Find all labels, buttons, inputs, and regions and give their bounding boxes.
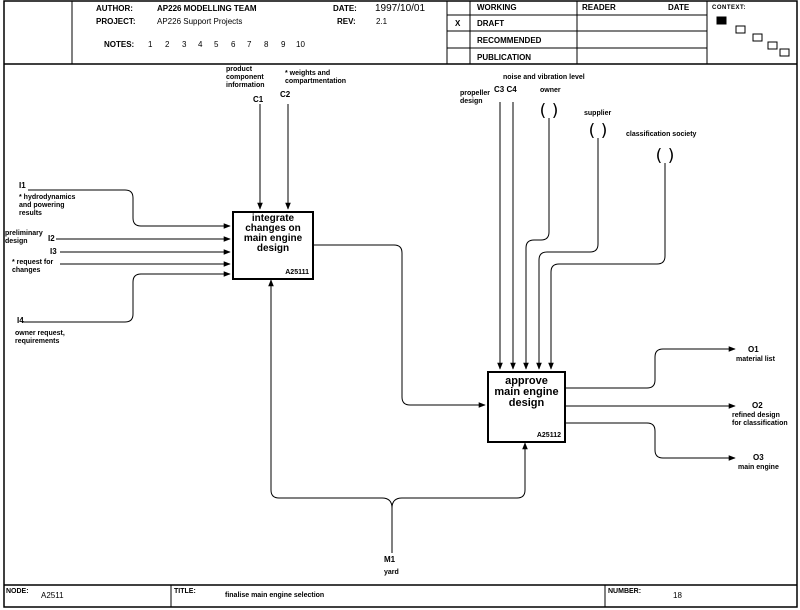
code-c3-c4: C3 C4 <box>494 85 517 94</box>
tunnel-classification: ( ) <box>656 146 675 166</box>
label-owner-request: owner request, requirements <box>15 330 65 345</box>
label-noise-vibration: noise and vibration level <box>503 74 585 81</box>
context-box <box>735 25 746 34</box>
label-material-list: material list <box>736 356 775 363</box>
arrow-m1-to-a25112 <box>391 442 528 509</box>
reader-label: READER <box>582 3 616 12</box>
tunnel-owner: ( ) <box>540 101 559 121</box>
page-number: 18 <box>673 591 682 600</box>
activity-number: A25111 <box>285 269 309 276</box>
label-product-component: product component information <box>226 66 265 89</box>
context-box <box>752 33 763 42</box>
arrow-owner <box>523 118 550 370</box>
note-7[interactable]: 7 <box>247 40 252 49</box>
label-preliminary-design: preliminary design <box>5 230 43 245</box>
context-label: CONTEXT: <box>712 5 746 11</box>
reader-date-label: DATE <box>668 3 690 12</box>
code-i2: I2 <box>48 234 55 243</box>
arrow-o3 <box>566 422 736 461</box>
title-label: TITLE: <box>174 588 196 595</box>
label-propeller-design: propeller design <box>460 90 490 105</box>
label-classification-society: classification society <box>626 131 697 138</box>
code-o2: O2 <box>752 401 763 410</box>
note-9[interactable]: 9 <box>281 40 286 49</box>
activity-number: A25112 <box>536 432 561 439</box>
arrow-supplier <box>536 138 599 370</box>
outer-frame <box>3 0 798 608</box>
label-weights: * weights and compartmentation <box>285 70 347 85</box>
code-c1: C1 <box>253 95 264 104</box>
code-o3: O3 <box>753 453 764 462</box>
tunnel-supplier: ( ) <box>589 121 608 141</box>
note-2[interactable]: 2 <box>165 40 170 49</box>
number-label: NUMBER: <box>608 588 642 595</box>
author-label: AUTHOR: <box>96 4 133 13</box>
status-recommended[interactable]: RECOMMENDED <box>477 36 542 45</box>
author-value: AP226 MODELLING TEAM <box>157 4 257 13</box>
arrow-i4 <box>22 271 231 323</box>
rev-label: REV: <box>337 17 356 26</box>
note-10[interactable]: 10 <box>296 40 305 49</box>
context-box <box>779 48 790 57</box>
label-refined-design: refined design for classification <box>732 412 788 427</box>
code-m1: M1 <box>384 555 396 564</box>
label-owner: owner <box>540 87 561 94</box>
arrow-classification-society <box>548 163 666 370</box>
activity-box-a25111[interactable]: integrate changes on main engine design … <box>232 211 314 280</box>
activity-title: integrate changes on main engine design <box>243 213 303 254</box>
note-3[interactable]: 3 <box>182 40 187 49</box>
status-publication[interactable]: PUBLICATION <box>477 53 532 62</box>
context-box-filled <box>716 16 727 25</box>
note-8[interactable]: 8 <box>264 40 269 49</box>
note-6[interactable]: 6 <box>231 40 236 49</box>
label-yard: yard <box>384 569 399 576</box>
activity-box-a25112[interactable]: approve main engine design A25112 <box>487 371 566 443</box>
label-main-engine: main engine <box>738 464 779 471</box>
project-value: AP226 Support Projects <box>157 17 243 26</box>
project-label: PROJECT: <box>96 17 136 26</box>
node-value: A2511 <box>41 591 64 600</box>
diagram-title: finalise main engine selection <box>225 592 325 599</box>
node-label: NODE: <box>6 588 29 595</box>
code-o1: O1 <box>748 345 759 354</box>
note-4[interactable]: 4 <box>198 40 203 49</box>
label-supplier: supplier <box>584 110 612 117</box>
date-value: 1997/10/01 <box>375 3 426 14</box>
rev-value: 2.1 <box>376 17 388 26</box>
date-label: DATE: <box>333 4 357 13</box>
code-i4: I4 <box>17 316 24 325</box>
arrow-a25111-to-a25112 <box>314 244 486 408</box>
context-box <box>767 41 778 50</box>
status-draft[interactable]: DRAFT <box>477 19 505 28</box>
note-5[interactable]: 5 <box>214 40 219 49</box>
code-i1: I1 <box>19 181 26 190</box>
arrow-m1-to-a25111 <box>268 279 393 553</box>
activity-title: approve main engine design <box>494 375 559 409</box>
arrow-i1 <box>28 189 231 229</box>
code-i3: I3 <box>50 247 57 256</box>
note-1[interactable]: 1 <box>148 40 153 49</box>
label-hydrodynamics: * hydrodynamics and powering results <box>19 194 76 217</box>
status-working[interactable]: WORKING <box>477 3 517 12</box>
code-c2: C2 <box>280 90 291 99</box>
status-draft-mark: X <box>455 19 461 28</box>
arrow-o1 <box>566 346 736 389</box>
notes-label: NOTES: <box>104 40 135 49</box>
label-request-changes: * request for changes <box>12 259 54 274</box>
